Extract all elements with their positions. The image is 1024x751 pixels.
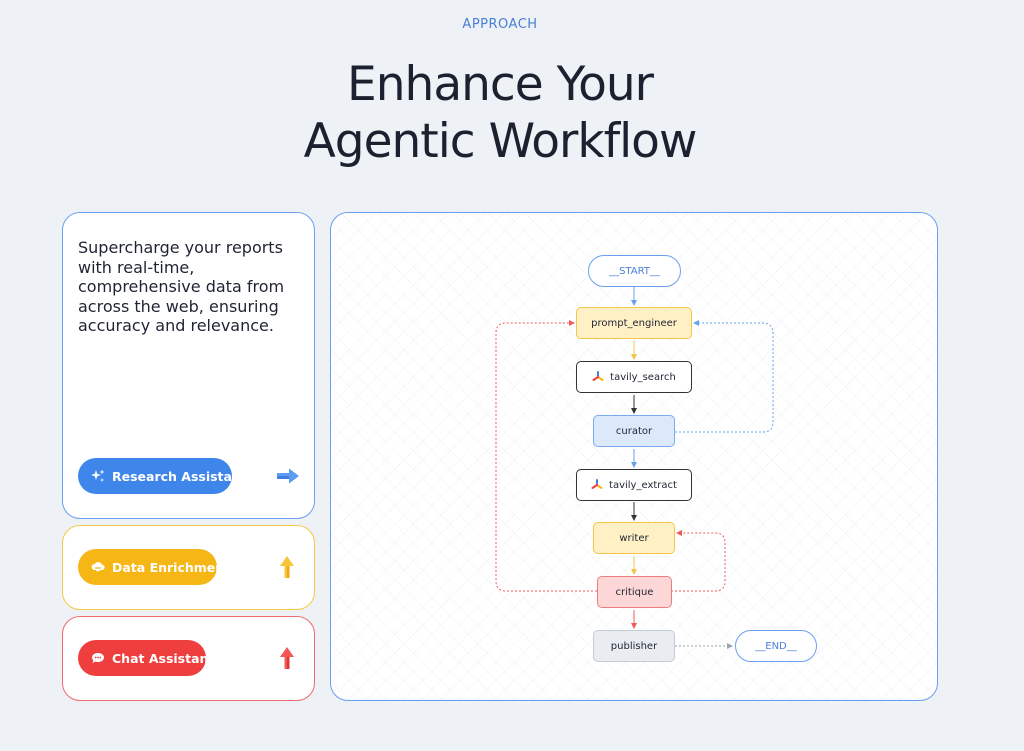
research-assistant-button[interactable]: Research Assistant <box>78 458 247 494</box>
section-eyebrow: APPROACH <box>462 17 538 32</box>
node-end-label: __END__ <box>755 640 797 652</box>
workflow-edges <box>495 287 774 649</box>
research-assistant-card[interactable]: Supercharge your reports with real-time,… <box>62 212 315 519</box>
node-writer: writer <box>593 522 675 554</box>
page-title-line-1: Enhance Your <box>347 57 654 112</box>
node-publisher: publisher <box>593 630 675 662</box>
research-assistant-button-label: Research Assistant <box>112 468 247 484</box>
data-enrichment-button-label: Data Enrichment <box>112 559 231 575</box>
node-start-label: __START__ <box>609 265 660 277</box>
node-end: __END__ <box>735 630 817 662</box>
edge-critique-to-writer <box>671 530 726 592</box>
arrow-up-icon[interactable] <box>279 646 295 670</box>
tavily-logo-icon <box>592 371 604 381</box>
node-prompt-engineer-label: prompt_engineer <box>591 317 677 329</box>
tavily-logo-icon <box>591 479 603 489</box>
cloud-sync-icon <box>91 562 105 572</box>
chat-assistant-card[interactable]: Chat Assistant <box>62 616 315 701</box>
chat-assistant-button[interactable]: Chat Assistant <box>78 640 214 676</box>
node-curator-label: curator <box>615 425 653 437</box>
chat-assistant-button-label: Chat Assistant <box>112 650 215 666</box>
node-prompt-engineer: prompt_engineer <box>576 307 692 339</box>
node-publisher-label: publisher <box>610 640 658 652</box>
research-assistant-description: Supercharge your reports with real-time,… <box>78 238 285 335</box>
arrow-right-icon[interactable] <box>276 467 300 485</box>
node-tavily-search-label: tavily_search <box>610 371 676 383</box>
node-critique-label: critique <box>615 586 654 598</box>
arrow-up-icon[interactable] <box>279 555 295 579</box>
workflow-diagram: __START__ prompt_engineer tavily_search … <box>330 212 938 701</box>
node-curator: curator <box>593 415 675 447</box>
data-enrichment-button[interactable]: Data Enrichment <box>78 549 230 585</box>
chat-bubble-icon <box>92 653 104 663</box>
node-tavily-extract: tavily_extract <box>576 469 692 501</box>
page-title-line-2: Agentic Workflow <box>303 114 698 169</box>
page-title: Enhance Your Agentic Workflow <box>0 56 1000 170</box>
node-tavily-search: tavily_search <box>576 361 692 393</box>
data-enrichment-card[interactable]: Data Enrichment <box>62 525 315 610</box>
node-tavily-extract-label: tavily_extract <box>609 479 677 491</box>
node-start: __START__ <box>588 255 681 287</box>
edge-curator-to-prompt <box>675 320 774 433</box>
node-writer-label: writer <box>619 532 649 544</box>
sparkles-icon <box>91 469 105 482</box>
node-critique: critique <box>597 576 672 608</box>
